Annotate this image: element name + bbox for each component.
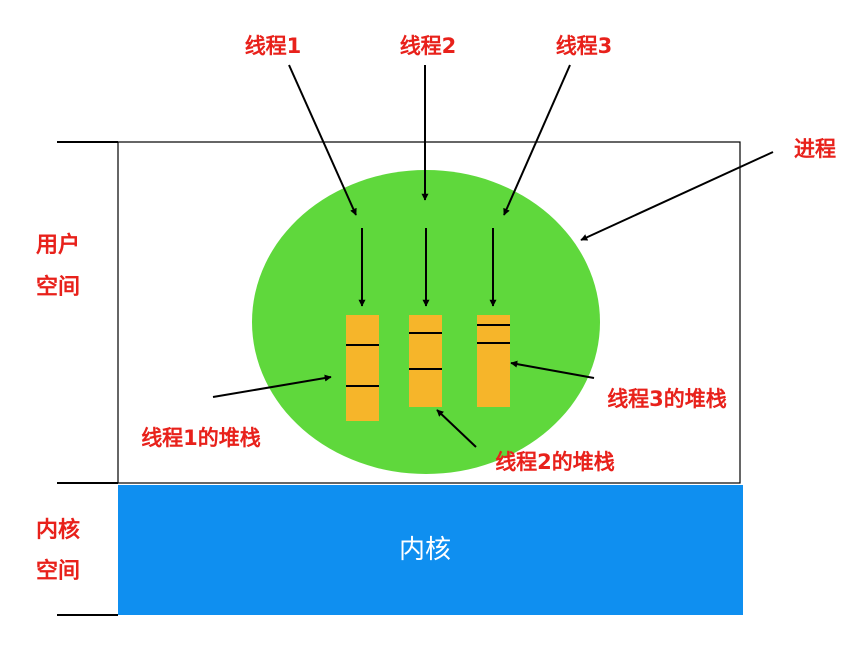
- thread-3-stack-label: 线程3的堆栈: [607, 387, 727, 411]
- thread-1-arrow: [288, 64, 357, 216]
- thread-3-label: 线程3: [556, 34, 613, 58]
- kernel-label: 内核: [399, 535, 451, 565]
- user-space-label-line-2: 空间: [36, 274, 80, 300]
- thread-2-stack-arrow: [436, 409, 477, 448]
- user-space-label-line-1: 用户: [36, 232, 80, 258]
- thread-3-stack-arrow: [510, 360, 595, 379]
- process-label: 进程: [794, 137, 836, 161]
- thread-2-stack: [409, 315, 442, 407]
- thread-1-label: 线程1: [245, 34, 302, 58]
- thread-1-stack: [346, 315, 379, 421]
- thread-3-stack: [477, 315, 510, 407]
- kernel-space-label-line-1: 内核: [36, 517, 80, 543]
- process-arrow: [580, 151, 774, 241]
- thread-2-label: 线程2: [400, 34, 457, 58]
- thread-1-stack-label: 线程1的堆栈: [141, 426, 261, 450]
- thread-1-stack-arrow: [212, 374, 332, 398]
- kernel-box: [118, 485, 743, 615]
- thread-2-stack-label: 线程2的堆栈: [495, 450, 615, 474]
- kernel-space-label-line-2: 空间: [36, 558, 80, 584]
- thread-3-arrow: [503, 64, 571, 216]
